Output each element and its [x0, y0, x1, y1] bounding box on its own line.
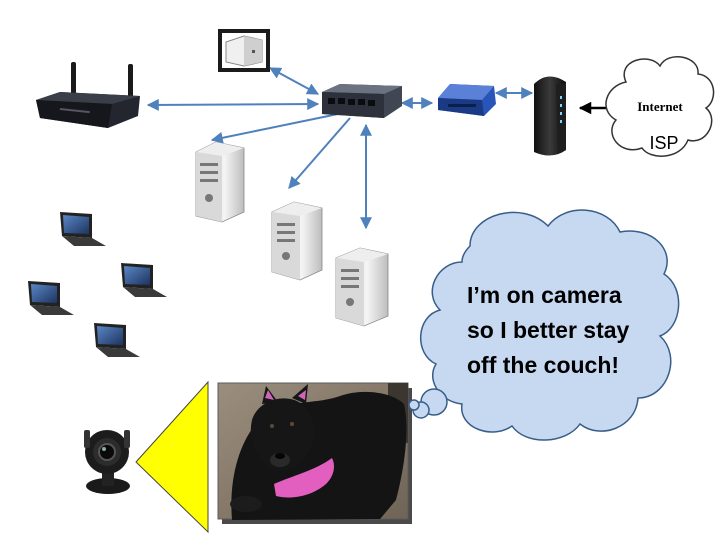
thought-bubble-dot [408, 399, 420, 411]
thought-bubble: I’m on camera so I better stay off the c… [408, 209, 680, 441]
arrow-switch-server-1 [210, 113, 339, 144]
isp-label: ISP [649, 133, 678, 153]
thought-line-3: off the couch! [467, 352, 619, 378]
arrow-switch-server-2 [288, 117, 351, 189]
laptop-icon [121, 263, 167, 297]
modem-icon [534, 76, 566, 156]
server-tower-icon [195, 141, 245, 223]
arrow-switch-nas [268, 67, 320, 95]
thought-line-1: I’m on camera [467, 282, 622, 308]
connection-arrows [146, 67, 534, 230]
dog-photo [217, 382, 412, 524]
ip-camera-icon [84, 430, 130, 494]
laptop-icon [28, 281, 74, 315]
server-tower-icon [271, 201, 323, 281]
wireless-router-icon [36, 62, 140, 128]
laptop-icon [60, 212, 106, 246]
thought-line-2: so I better stay [467, 317, 630, 343]
cable-router-icon [438, 84, 496, 116]
internet-label: Internet [637, 99, 683, 114]
nas-drive-icon [218, 29, 270, 72]
server-tower-icon [335, 247, 389, 327]
network-switch-icon [322, 84, 402, 118]
camera-view-cone [135, 380, 209, 534]
laptop-icon [94, 323, 140, 357]
arrow-switch-wireless-router [146, 98, 320, 111]
internet-cloud-icon: Internet ISP [605, 56, 715, 157]
